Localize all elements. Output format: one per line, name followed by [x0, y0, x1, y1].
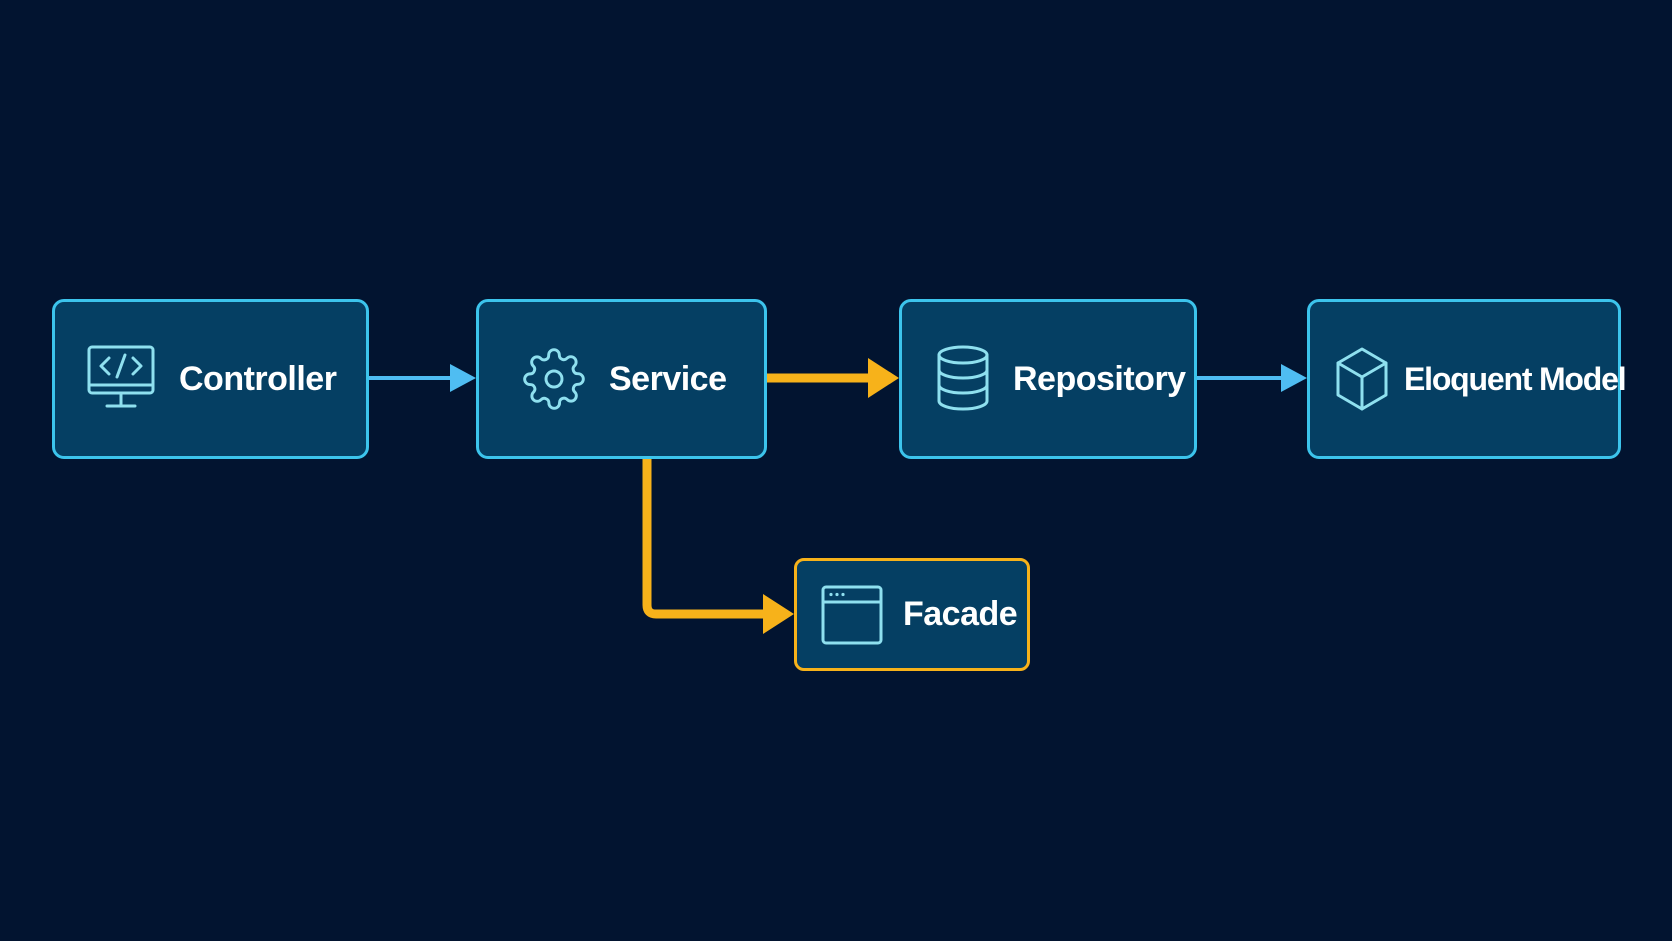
- code-monitor-icon: [85, 343, 157, 415]
- database-icon: [935, 343, 991, 415]
- edge-service-facade: [642, 459, 794, 634]
- edge-line: [642, 459, 766, 619]
- node-label: Service: [609, 359, 727, 398]
- node-label: Eloquent Model: [1404, 360, 1627, 397]
- node-label: Repository: [1013, 359, 1186, 398]
- browser-window-icon: [821, 585, 883, 645]
- service-node[interactable]: Service: [476, 299, 767, 459]
- facade-node[interactable]: Facade: [794, 558, 1030, 671]
- edge-service-repository: [767, 358, 899, 398]
- node-label: Facade: [903, 595, 1018, 633]
- repository-node[interactable]: Repository: [899, 299, 1197, 459]
- arrowhead: [450, 364, 476, 392]
- gear-icon: [522, 345, 586, 413]
- cube-icon: [1334, 345, 1390, 413]
- node-label: Controller: [179, 359, 337, 398]
- edge-repository-model: [1197, 364, 1307, 392]
- edge-controller-service: [369, 364, 476, 392]
- arrowhead: [763, 594, 794, 634]
- arrowhead: [868, 358, 899, 398]
- arrowhead: [1281, 364, 1307, 392]
- eloquent-model-node[interactable]: Eloquent Model: [1307, 299, 1627, 459]
- controller-node[interactable]: Controller: [52, 299, 369, 459]
